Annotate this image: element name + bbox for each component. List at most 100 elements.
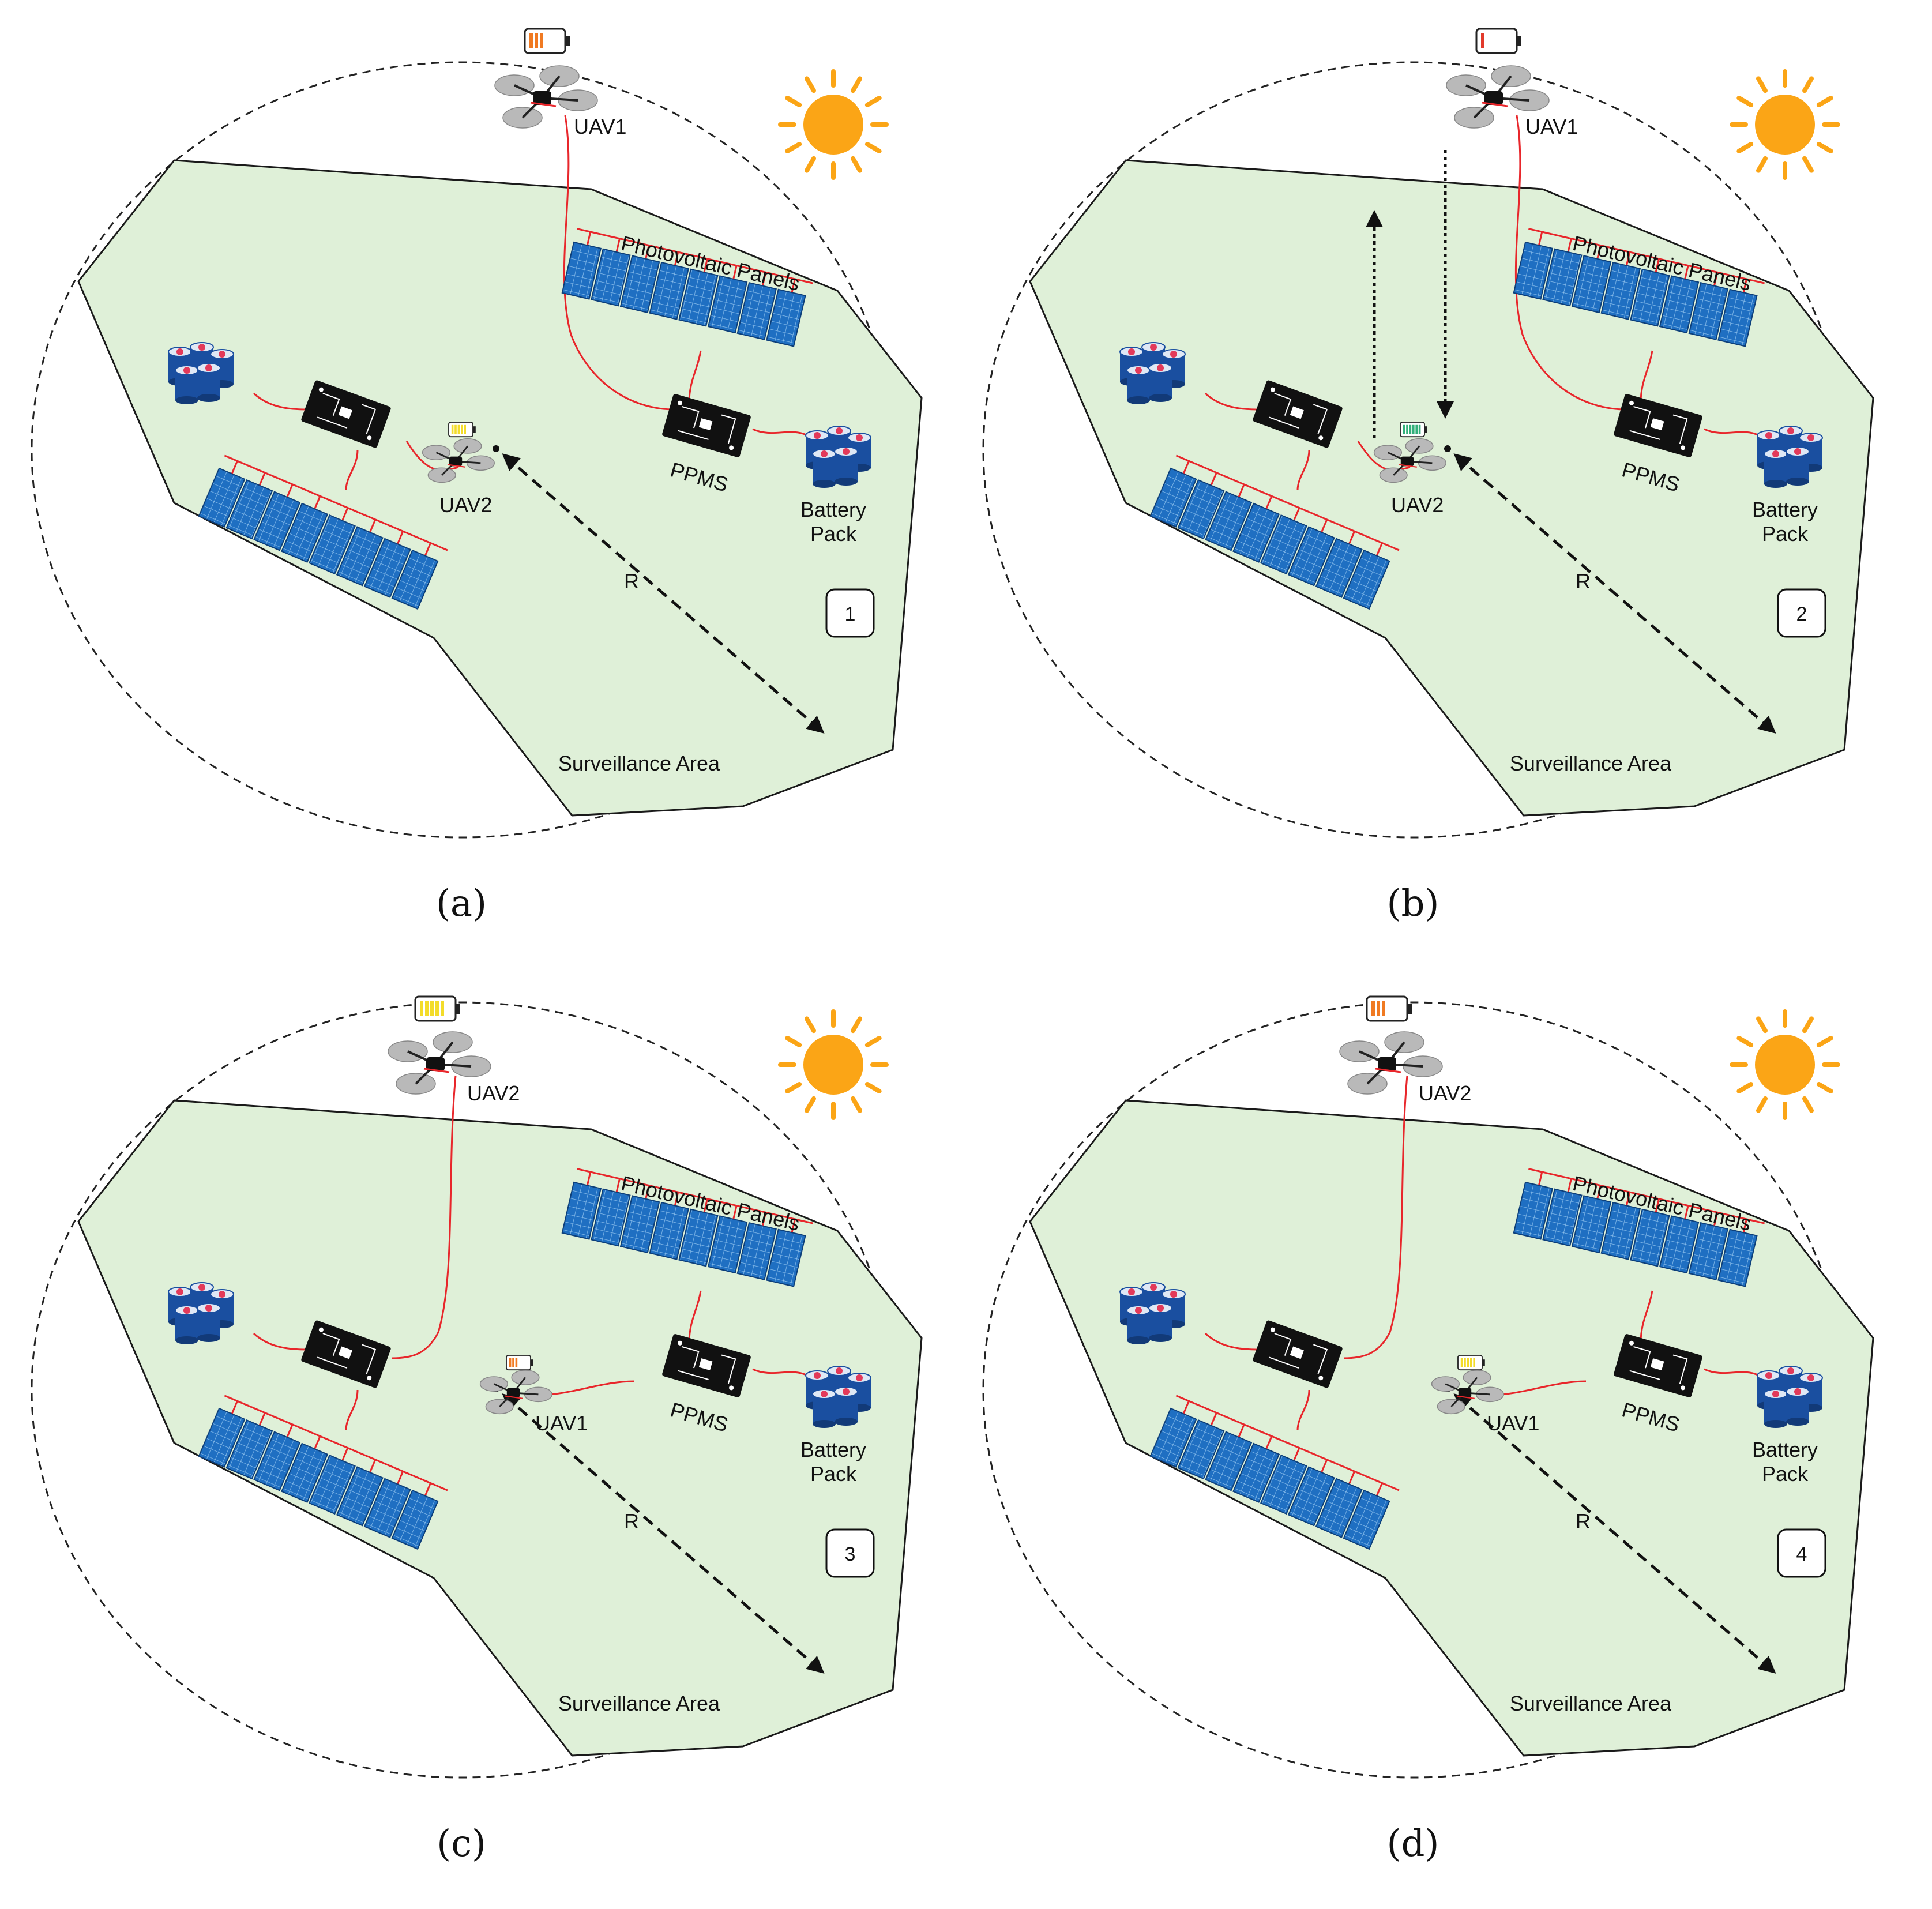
pv-panel — [1287, 1466, 1335, 1527]
top-uav — [494, 65, 598, 129]
top-uav-label: UAV1 — [1525, 115, 1578, 138]
pv-panel — [561, 1181, 602, 1240]
left-control-board — [301, 380, 391, 448]
pv-panel — [1717, 1228, 1758, 1287]
pv-panel — [308, 514, 356, 575]
step-number-box: 1 — [825, 588, 875, 638]
surveillance-area-label: Surveillance Area — [1510, 751, 1672, 775]
top-uav-battery-icon — [1475, 28, 1521, 54]
surveillance-area-polygon — [77, 1099, 923, 1757]
subfigure-caption: (c) — [437, 1822, 486, 1865]
left-control-board — [1253, 1320, 1343, 1388]
pv-panel — [391, 1489, 439, 1550]
scenario-panel-a: Photovoltaic Panels PPMS Battery Pack R … — [31, 28, 923, 925]
top-uav-label: UAV1 — [574, 115, 626, 138]
pv-panel — [1659, 275, 1700, 334]
battery-label-line1: Battery — [800, 498, 866, 521]
center-point — [1444, 445, 1451, 452]
left-battery-pack — [168, 1282, 234, 1344]
step-number-box: 2 — [1777, 588, 1826, 638]
pv-panel — [1149, 467, 1197, 528]
pv-panel — [736, 281, 777, 340]
left-photovoltaic-array — [198, 1395, 448, 1550]
sun-icon — [1730, 1009, 1840, 1120]
surveillance-area-label: Surveillance Area — [558, 751, 720, 775]
pv-panel — [649, 1201, 689, 1260]
pv-panel — [766, 288, 806, 347]
pv-panel — [736, 1222, 777, 1280]
pv-panel — [1343, 549, 1390, 610]
pv-panel — [1600, 1201, 1641, 1260]
right-photovoltaic-array — [1513, 228, 1765, 347]
pv-panel — [1315, 1478, 1363, 1538]
pv-panel — [1260, 1454, 1307, 1515]
top-uav-label: UAV2 — [1419, 1081, 1471, 1105]
pv-panel — [1630, 268, 1670, 327]
step-number: 1 — [845, 603, 856, 625]
pv-panel — [1513, 241, 1553, 300]
top-uav-battery-icon — [524, 28, 570, 54]
sun-icon — [1730, 69, 1840, 180]
pv-panel — [363, 538, 411, 598]
pv-panel — [336, 1466, 384, 1527]
battery-label-line1: Battery — [800, 1438, 866, 1461]
pv-panel — [1177, 1419, 1225, 1480]
ppms-board — [1614, 1334, 1702, 1397]
battery-label-line2: Pack — [810, 1462, 857, 1486]
surveillance-area-label: Surveillance Area — [1510, 1692, 1672, 1715]
pv-panel — [1542, 1188, 1583, 1247]
sun-icon — [778, 1009, 889, 1120]
pv-panel — [591, 1188, 631, 1247]
center-point — [493, 445, 499, 452]
pv-panel — [253, 1431, 301, 1491]
top-uav-battery-icon — [414, 995, 460, 1022]
surveillance-area-label: Surveillance Area — [558, 1692, 720, 1715]
left-battery-pack — [1119, 1282, 1186, 1344]
pv-panel — [1149, 1407, 1197, 1468]
step-number: 2 — [1796, 603, 1807, 625]
surveillance-area-polygon — [1029, 1099, 1874, 1757]
pv-panel — [336, 526, 384, 587]
inner-uav — [479, 1370, 552, 1415]
pv-panel — [1177, 479, 1225, 540]
pv-panel — [1571, 1195, 1612, 1254]
pv-panel — [1630, 1208, 1670, 1267]
right-photovoltaic-array — [1513, 1168, 1765, 1287]
top-uav — [1446, 65, 1550, 129]
inner-uav-label: UAV1 — [1487, 1411, 1539, 1435]
pv-panel — [225, 1419, 273, 1480]
pv-panel — [281, 502, 329, 563]
pv-panel — [1205, 1431, 1253, 1491]
inner-uav — [1431, 1370, 1504, 1415]
pv-panel — [766, 1228, 806, 1287]
pv-panel — [1315, 538, 1363, 598]
inner-uav-label: UAV2 — [1391, 493, 1444, 517]
radius-label: R — [1576, 1509, 1591, 1533]
ppms-board — [662, 394, 751, 457]
pv-panel — [1600, 261, 1641, 320]
top-uav — [388, 1031, 491, 1095]
pv-panel — [1205, 491, 1253, 551]
pv-panel — [678, 268, 719, 327]
power-wires — [253, 1075, 808, 1431]
pv-panel — [1513, 1181, 1553, 1240]
pv-panel — [707, 275, 748, 334]
pv-panel — [561, 241, 602, 300]
right-photovoltaic-array — [561, 1168, 813, 1287]
radius-arrow — [1453, 453, 1776, 734]
step-number-box: 4 — [1777, 1528, 1826, 1578]
radius-label: R — [624, 1509, 639, 1533]
pv-panel — [1571, 255, 1612, 314]
pv-panel — [253, 491, 301, 551]
swap-movement-arrows — [1366, 150, 1454, 438]
pv-panel — [649, 261, 689, 320]
left-battery-pack — [168, 342, 234, 404]
pv-panel — [1232, 1442, 1280, 1503]
top-uav — [1339, 1031, 1443, 1095]
subfigure-caption: (a) — [436, 882, 487, 925]
left-photovoltaic-array — [198, 454, 448, 610]
inner-uav-battery-icon — [448, 422, 476, 438]
sun-icon — [778, 69, 889, 180]
pv-panel — [281, 1442, 329, 1503]
